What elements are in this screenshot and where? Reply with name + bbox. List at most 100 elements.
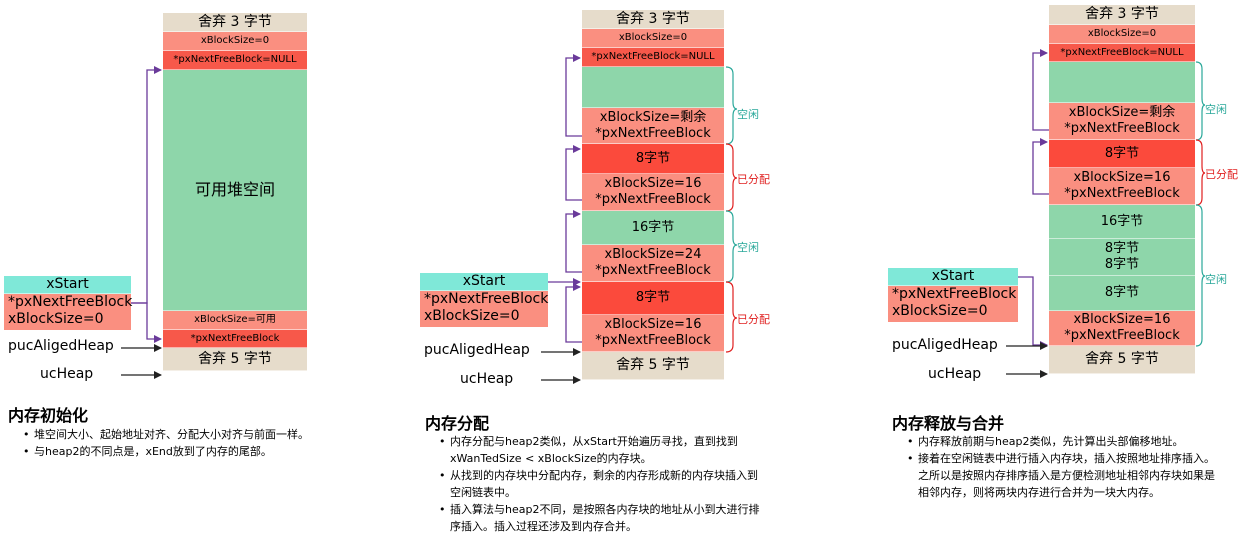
block-next-field: *pxNextFreeBlock xyxy=(595,263,711,278)
link-arrow xyxy=(565,145,582,201)
heading-init: 内存初始化 xyxy=(8,406,89,425)
xstart-node: *pxNextFreeBlock xBlockSize=0 xyxy=(420,291,548,327)
merged-block-part: 16字节 xyxy=(1049,205,1195,239)
block-next-field: *pxNextFreeBlock xyxy=(595,125,711,141)
heading-alloc: 内存分配 xyxy=(425,414,490,433)
header-next-field: *pxNextFreeBlock=NULL xyxy=(1049,44,1195,62)
puc-aliged-heap-label: pucAligedHeap xyxy=(424,342,530,358)
free-block-header: xBlockSize=剩余 *pxNextFreeBlock xyxy=(582,108,724,144)
block-next-field: *pxNextFreeBlock xyxy=(1064,328,1180,343)
free-block-header: xBlockSize=16 *pxNextFreeBlock xyxy=(1049,311,1195,346)
block-size-field: xBlockSize=16 xyxy=(1073,312,1171,328)
xstart-node: *pxNextFreeBlock xBlockSize=0 xyxy=(888,286,1018,322)
xstart-title: xStart xyxy=(420,273,548,291)
notes-init: 堆空间大小、起始地址对齐、分配大小对齐与前面一样。 与heap2的不同点是，xE… xyxy=(20,426,350,460)
link-arrow xyxy=(565,54,582,137)
link-arrow xyxy=(131,302,162,343)
free-block-data: 16字节 xyxy=(582,211,724,245)
link-arrow xyxy=(1018,276,1048,349)
link-arrow xyxy=(1032,138,1049,195)
xstart-title: xStart xyxy=(4,276,131,294)
allocated-block-header: xBlockSize=16 *pxNextFreeBlock xyxy=(582,174,724,211)
header-size-field: xBlockSize=0 xyxy=(582,29,724,48)
header-next-field: *pxNextFreeBlock=NULL xyxy=(163,51,307,70)
free-heap-block: 可用堆空间 xyxy=(163,70,307,311)
allocated-block-data: 8字节 xyxy=(582,144,724,174)
block-next-field: *pxNextFreeBlock xyxy=(595,333,711,348)
merged-block-part: 8字节 xyxy=(1049,276,1195,311)
xstart-size-field: xBlockSize=0 xyxy=(424,308,520,324)
note-free-1: 内存释放前期与heap2类似，先计算出头部偏移地址。 xyxy=(904,433,1222,450)
link-arrow xyxy=(1032,49,1049,131)
merged-part-line: 8字节 xyxy=(1104,241,1140,257)
note-alloc-3: 插入算法与heap2不同，是按照各内存块的地址从小到大进行排序插入。插入过程还涉… xyxy=(436,501,768,535)
brace-label-free: 空闲 xyxy=(737,108,759,121)
link-arrow xyxy=(131,66,162,304)
note-init-1: 堆空间大小、起始地址对齐、分配大小对齐与前面一样。 xyxy=(20,426,350,443)
uc-heap-label: ucHeap xyxy=(928,366,982,382)
xstart-title: xStart xyxy=(888,268,1018,286)
free-block-data xyxy=(1049,62,1195,103)
xstart-next-field: *pxNextFreeBlock xyxy=(892,286,1017,302)
uc-heap-label: ucHeap xyxy=(40,366,94,382)
allocated-block-data: 8字节 xyxy=(582,282,724,315)
block-next-field: *pxNextFreeBlock xyxy=(1064,186,1180,201)
brace-label-free: 空闲 xyxy=(737,241,759,254)
brace-free xyxy=(1195,61,1206,141)
brace-free xyxy=(725,210,738,283)
merged-block-part: 8字节 8字节 xyxy=(1049,239,1195,276)
brace-allocated xyxy=(1195,139,1206,206)
discard-top-block: 舍弃 3 字节 xyxy=(1049,5,1195,25)
xstart-next-field: *pxNextFreeBlock xyxy=(424,291,549,307)
allocated-block-header: xBlockSize=16 *pxNextFreeBlock xyxy=(1049,168,1195,205)
uc-heap-label: ucHeap xyxy=(460,371,514,387)
brace-label-free: 空闲 xyxy=(1205,103,1227,116)
brace-label-allocated: 已分配 xyxy=(1205,168,1238,181)
discard-bottom-block: 舍弃 5 字节 xyxy=(582,352,724,380)
note-alloc-2: 从找到的内存块中分配内存，剩余的内存形成新的内存块插入到空闲链表中。 xyxy=(436,467,768,501)
note-init-2: 与heap2的不同点是，xEnd放到了内存的尾部。 xyxy=(20,443,350,460)
free-block-data xyxy=(582,67,724,108)
block-size-field: xBlockSize=24 xyxy=(604,247,702,263)
allocated-block-header: xBlockSize=16 *pxNextFreeBlock xyxy=(582,315,724,352)
brace-free xyxy=(1195,204,1206,347)
heading-free: 内存释放与合并 xyxy=(892,414,1005,433)
merged-part-line: 8字节 xyxy=(1104,257,1140,272)
brace-label-allocated: 已分配 xyxy=(737,313,770,326)
brace-label-free: 空闲 xyxy=(1205,273,1227,286)
end-size-field: xBlockSize=可用 xyxy=(163,311,307,330)
discard-bottom-block: 舍弃 5 字节 xyxy=(1049,346,1195,374)
free-block-header: xBlockSize=24 *pxNextFreeBlock xyxy=(582,245,724,282)
brace-allocated xyxy=(725,281,738,353)
notes-alloc: 内存分配与heap2类似，从xStart开始遍历寻找，直到找到 xWanTedS… xyxy=(436,433,768,535)
puc-aliged-heap-label: pucAligedHeap xyxy=(8,338,114,354)
block-next-field: *pxNextFreeBlock xyxy=(1064,121,1180,136)
link-arrow xyxy=(565,283,582,343)
xstart-size-field: xBlockSize=0 xyxy=(8,311,104,327)
block-size-field: xBlockSize=剩余 xyxy=(1068,105,1176,121)
allocated-block-data: 8字节 xyxy=(1049,140,1195,168)
link-arrow xyxy=(565,210,582,273)
note-free-2: 接着在空闲链表中进行插入内存块，插入按照地址排序插入。之所以是按照内存排序插入是… xyxy=(904,450,1222,501)
discard-bottom-block: 舍弃 5 字节 xyxy=(163,348,307,371)
xstart-next-field: *pxNextFreeBlock xyxy=(8,294,133,310)
block-next-field: *pxNextFreeBlock xyxy=(595,192,711,207)
end-next-field: *pxNextFreeBlock xyxy=(163,330,307,348)
block-size-field: xBlockSize=16 xyxy=(604,317,702,333)
discard-top-block: 舍弃 3 字节 xyxy=(582,10,724,29)
header-size-field: xBlockSize=0 xyxy=(1049,25,1195,44)
note-alloc-1: 内存分配与heap2类似，从xStart开始遍历寻找，直到找到 xWanTedS… xyxy=(436,433,768,467)
brace-free xyxy=(725,66,738,145)
notes-free: 内存释放前期与heap2类似，先计算出头部偏移地址。 接着在空闲链表中进行插入内… xyxy=(904,433,1222,501)
discard-top-block: 舍弃 3 字节 xyxy=(163,13,307,32)
xstart-node: *pxNextFreeBlock xBlockSize=0 xyxy=(4,294,133,330)
puc-aliged-heap-label: pucAligedHeap xyxy=(892,337,998,353)
header-size-field: xBlockSize=0 xyxy=(163,32,307,51)
block-size-field: xBlockSize=16 xyxy=(604,176,702,192)
block-size-field: xBlockSize=剩余 xyxy=(599,109,707,125)
header-next-field: *pxNextFreeBlock=NULL xyxy=(582,48,724,67)
brace-allocated xyxy=(725,143,738,212)
free-block-header: xBlockSize=剩余 *pxNextFreeBlock xyxy=(1049,103,1195,140)
block-size-field: xBlockSize=16 xyxy=(1073,170,1171,186)
